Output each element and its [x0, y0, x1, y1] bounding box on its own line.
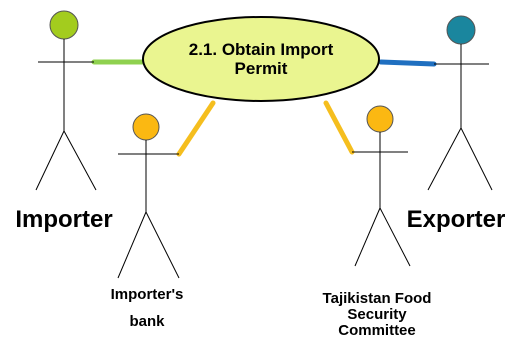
actor-food-security-committee[interactable]: Tajikistan Food Security Committee [323, 105, 432, 339]
actor-importers-bank[interactable]: Importer's bank [111, 113, 184, 330]
committee-head [366, 105, 394, 133]
importer-head [49, 10, 79, 40]
committee-label-line1: Tajikistan Food [323, 290, 432, 307]
exporter-label: Exporter [407, 206, 506, 233]
committee-label-line2: Security [347, 306, 407, 323]
actor-importer[interactable]: Importer [15, 10, 113, 233]
bank-label-line1: Importer's [111, 286, 184, 303]
use-case-ellipse [142, 16, 380, 102]
committee-association-line [323, 100, 355, 155]
exporter-head [446, 15, 476, 45]
bank-head [132, 113, 160, 141]
exporter-association-line [378, 59, 437, 67]
exporter-body [427, 44, 493, 191]
bank-body [117, 140, 180, 279]
use-case-label-line1: 2.1. Obtain Import [189, 40, 334, 59]
use-case-obtain-import-permit[interactable]: 2.1. Obtain Import Permit [142, 16, 380, 102]
actor-exporter[interactable]: Exporter [407, 15, 506, 233]
bank-label-line2: bank [129, 313, 165, 330]
bank-association-line [176, 100, 216, 157]
committee-label-line3: Committee [338, 322, 416, 339]
importer-body [35, 39, 97, 191]
use-case-label-line2: Permit [235, 59, 288, 78]
committee-body [352, 132, 411, 267]
importer-label: Importer [15, 206, 112, 233]
